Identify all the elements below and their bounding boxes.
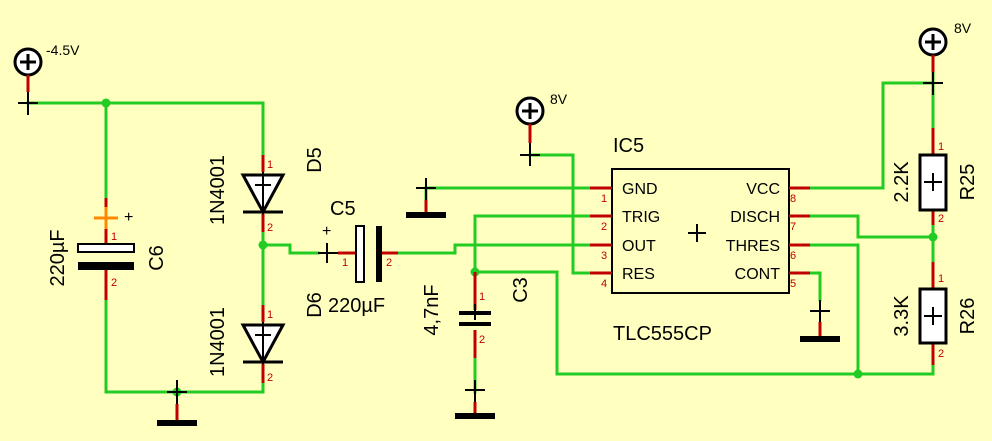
capacitor-c5[interactable]: + 1 2 C5 220µF <box>318 198 398 317</box>
power-r-symbol: 8V <box>918 20 972 95</box>
c6-pin1-number: 1 <box>111 231 117 243</box>
r26-pin2-number: 2 <box>938 348 944 360</box>
r26-ref: R26 <box>957 298 979 335</box>
diode-d5[interactable]: 1 2 D5 1N4001 <box>207 147 326 234</box>
c6-value: 220µF <box>47 229 69 286</box>
ic5-pin-vcc: VCC 8 <box>746 181 810 205</box>
c5-polarity: + <box>322 223 331 240</box>
c5-value: 220µF <box>328 295 385 317</box>
c6-pin2-number: 2 <box>111 277 117 289</box>
d5-ref: D5 <box>304 147 326 173</box>
ic5-pin-gnd-number: 1 <box>601 193 607 205</box>
c6-ref: C6 <box>146 245 168 271</box>
ic5-part: TLC555CP <box>613 323 712 345</box>
ic5-pin-res: RES 4 <box>590 266 655 290</box>
ic5-pin-vcc-number: 8 <box>790 193 796 205</box>
capacitor-c3[interactable]: 1 2 C3 4,7nF <box>421 272 532 358</box>
ground-symbol-left <box>157 380 197 426</box>
ic5-pin-trig-label: TRIG <box>622 209 660 226</box>
ic5-pin-cont-label: CONT <box>735 266 781 283</box>
ic5-pin-out-label: OUT <box>622 238 656 255</box>
ground-symbol-gnd <box>406 178 446 218</box>
c5-pin1-number: 1 <box>342 257 348 269</box>
r25-ref: R25 <box>957 164 979 201</box>
ic5-pin-vcc-label: VCC <box>746 181 780 198</box>
diode-d6[interactable]: 1 2 D6 1N4001 <box>207 292 326 384</box>
capacitor-c6[interactable]: + 1 2 C6 220µF <box>47 198 168 300</box>
resistor-r25[interactable]: 1 2 R25 2.2K <box>891 128 979 225</box>
r25-value: 2.2K <box>891 161 913 203</box>
r26-value: 3.3K <box>891 295 913 337</box>
ic5-pin-gnd: GND 1 <box>590 181 658 205</box>
ic5-pin-trig: TRIG 2 <box>590 209 660 233</box>
ic5-chip[interactable]: IC5 TLC555CP GND 1 TRIG 2 OUT 3 RES 4 VC <box>590 135 810 345</box>
ic5-pin-thres-label: THRES <box>726 238 780 255</box>
r25-pin1-number: 1 <box>938 141 944 153</box>
c6-polarity: + <box>124 209 133 226</box>
ic5-pin-trig-number: 2 <box>601 221 607 233</box>
ic5-pin-cont-number: 5 <box>790 278 796 290</box>
d6-pin1-number: 1 <box>267 309 273 321</box>
c3-value: 4,7nF <box>421 284 443 335</box>
d6-value: 1N4001 <box>207 307 229 377</box>
d5-value: 1N4001 <box>207 155 229 225</box>
power-neg-symbol: -4.5V <box>13 42 80 115</box>
power-ic-label: 8V <box>550 91 568 107</box>
ground-symbol-c3 <box>455 380 495 419</box>
d5-pin1-number: 1 <box>267 159 273 171</box>
ic5-pin-disch-label: DISCH <box>730 209 780 226</box>
power-r-label: 8V <box>954 20 972 36</box>
ic5-pin-thres: THRES 6 <box>726 238 810 262</box>
resistor-r26[interactable]: 1 2 R26 3.3K <box>891 262 979 365</box>
ic5-pin-disch-number: 7 <box>790 221 796 233</box>
r26-pin1-number: 1 <box>938 273 944 285</box>
power-neg-label: -4.5V <box>46 42 80 58</box>
c3-pin1-number: 1 <box>479 291 485 303</box>
c3-pin2-number: 2 <box>479 334 485 346</box>
ic5-pin-res-label: RES <box>622 266 655 283</box>
ic5-pin-gnd-label: GND <box>622 181 658 198</box>
ic5-pin-cont: CONT 5 <box>735 266 810 290</box>
ic5-pin-out-number: 3 <box>601 250 607 262</box>
ic5-pin-thres-number: 6 <box>790 250 796 262</box>
c5-ref: C5 <box>330 198 356 220</box>
ic5-pin-res-number: 4 <box>601 278 607 290</box>
d6-ref: D6 <box>304 292 326 318</box>
d6-pin2-number: 2 <box>267 372 273 384</box>
d5-pin2-number: 2 <box>267 222 273 234</box>
r25-pin2-number: 2 <box>938 213 944 225</box>
ground-symbol-cont <box>800 300 840 342</box>
ic5-pin-disch: DISCH 7 <box>730 209 810 233</box>
c5-pin2-number: 2 <box>386 257 392 269</box>
ic5-ref: IC5 <box>613 135 644 157</box>
ic5-pin-out: OUT 3 <box>590 238 656 262</box>
power-ic-symbol: 8V <box>515 91 568 166</box>
c3-ref: C3 <box>510 277 532 303</box>
